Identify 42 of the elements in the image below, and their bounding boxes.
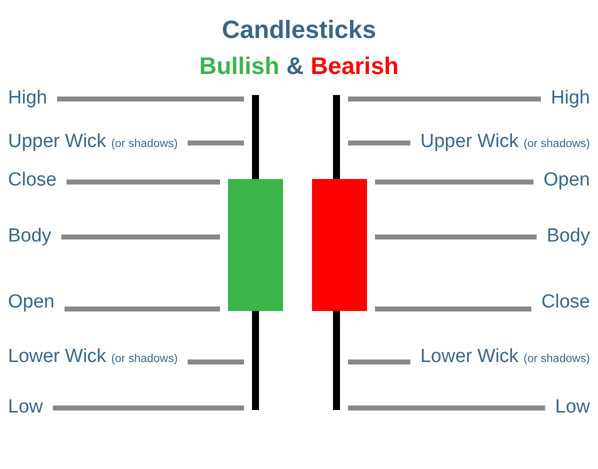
leader-line xyxy=(348,406,546,410)
part-label: Body xyxy=(546,226,590,246)
part-label: Low xyxy=(555,396,590,418)
leader-line xyxy=(348,140,410,146)
note-text: (or shadows) xyxy=(524,138,590,150)
leader-line xyxy=(64,306,220,312)
part-label: Open xyxy=(544,170,590,190)
part-label: Close xyxy=(541,292,590,312)
part-label: Close xyxy=(8,170,57,190)
leader-line xyxy=(52,406,244,410)
leader-line xyxy=(375,234,537,240)
part-label: High xyxy=(550,88,590,108)
subtitle-text: Bullish xyxy=(199,52,280,82)
candle-body xyxy=(228,179,283,311)
lower-wick xyxy=(333,311,340,410)
part-label: Lower Wick xyxy=(8,346,106,367)
note-text: (or shadows) xyxy=(111,353,178,365)
leader-line xyxy=(61,234,220,240)
upper-wick xyxy=(252,95,259,179)
candle-body xyxy=(312,179,367,311)
part-label: Upper Wick xyxy=(420,131,519,152)
lower-wick xyxy=(252,311,259,410)
part-label: Lower Wick xyxy=(420,346,519,367)
note-text: (or shadows) xyxy=(524,353,590,365)
part-label: Open xyxy=(8,292,54,312)
leader-line xyxy=(375,180,534,184)
leader-line xyxy=(375,306,532,312)
subtitle-text: & xyxy=(286,52,304,82)
leader-line xyxy=(188,360,244,364)
part-label: Upper Wick xyxy=(8,131,106,152)
leader-line xyxy=(66,180,220,184)
part-label: Body xyxy=(8,226,52,246)
upper-wick xyxy=(333,95,340,179)
subtitle-text: Bearish xyxy=(310,52,399,82)
leader-line xyxy=(348,360,410,364)
part-label: High xyxy=(8,88,48,108)
note-text: (or shadows) xyxy=(111,138,178,150)
leader-line xyxy=(188,140,244,146)
part-label: Low xyxy=(8,396,43,418)
chart-title: Candlesticks xyxy=(222,15,376,45)
leader-line xyxy=(348,96,541,102)
leader-line xyxy=(57,96,244,102)
